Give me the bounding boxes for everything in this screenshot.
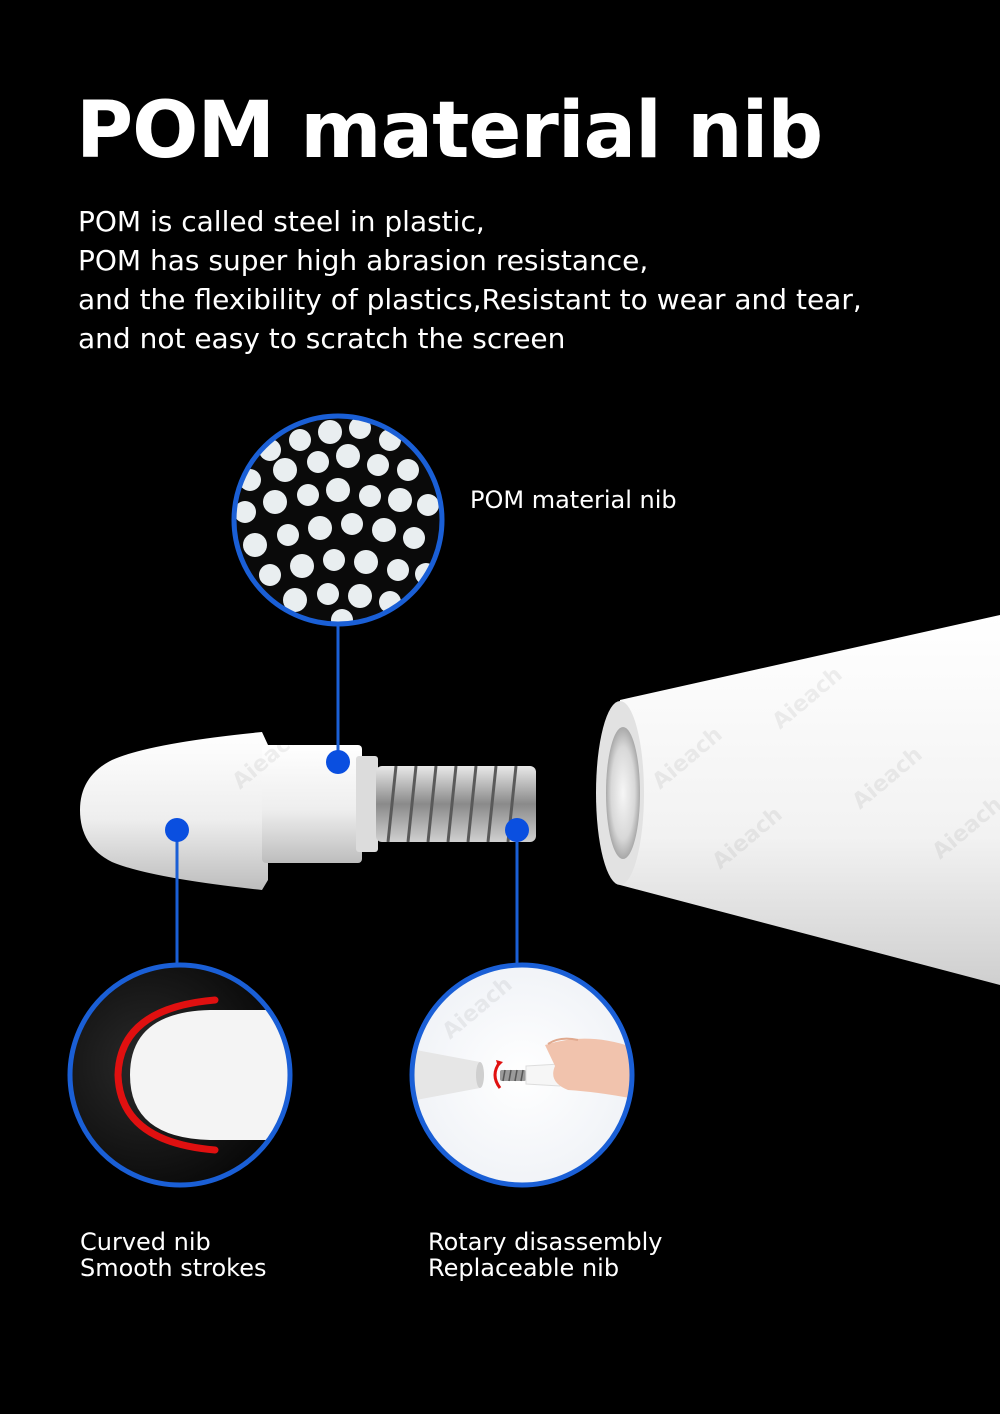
page-title: POM material nib [76,86,823,176]
description-line-4: and not easy to scratch the screen [78,322,566,355]
description-line-3: and the flexibility of plastics,Resistan… [78,283,862,316]
curved-dot [165,818,189,842]
description: POM is called steel in plastic, POM has … [78,202,862,358]
pen-body [596,615,1000,985]
curved-nib-callout: Curved nib Smooth strokes [80,1229,266,1281]
rotary-dot [505,818,529,842]
rotary-callout: Rotary disassembly Replaceable nib [428,1229,662,1281]
rotary-zoom [409,962,635,1188]
description-line-2: POM has super high abrasion resistance, [78,244,649,277]
rotary-line-2: Replaceable nib [428,1254,620,1282]
rotary-line-1: Rotary disassembly [428,1228,663,1256]
pom-granules-zoom [231,413,445,627]
curved-nib-zoom [67,962,293,1188]
curved-nib-line-1: Curved nib [80,1228,211,1256]
connector-lines [175,624,519,965]
pom-callout-label: POM material nib [470,486,677,514]
pom-dot [326,750,350,774]
curved-nib-line-2: Smooth strokes [80,1254,267,1282]
nib-tip [80,732,378,890]
description-line-1: POM is called steel in plastic, [78,205,485,238]
